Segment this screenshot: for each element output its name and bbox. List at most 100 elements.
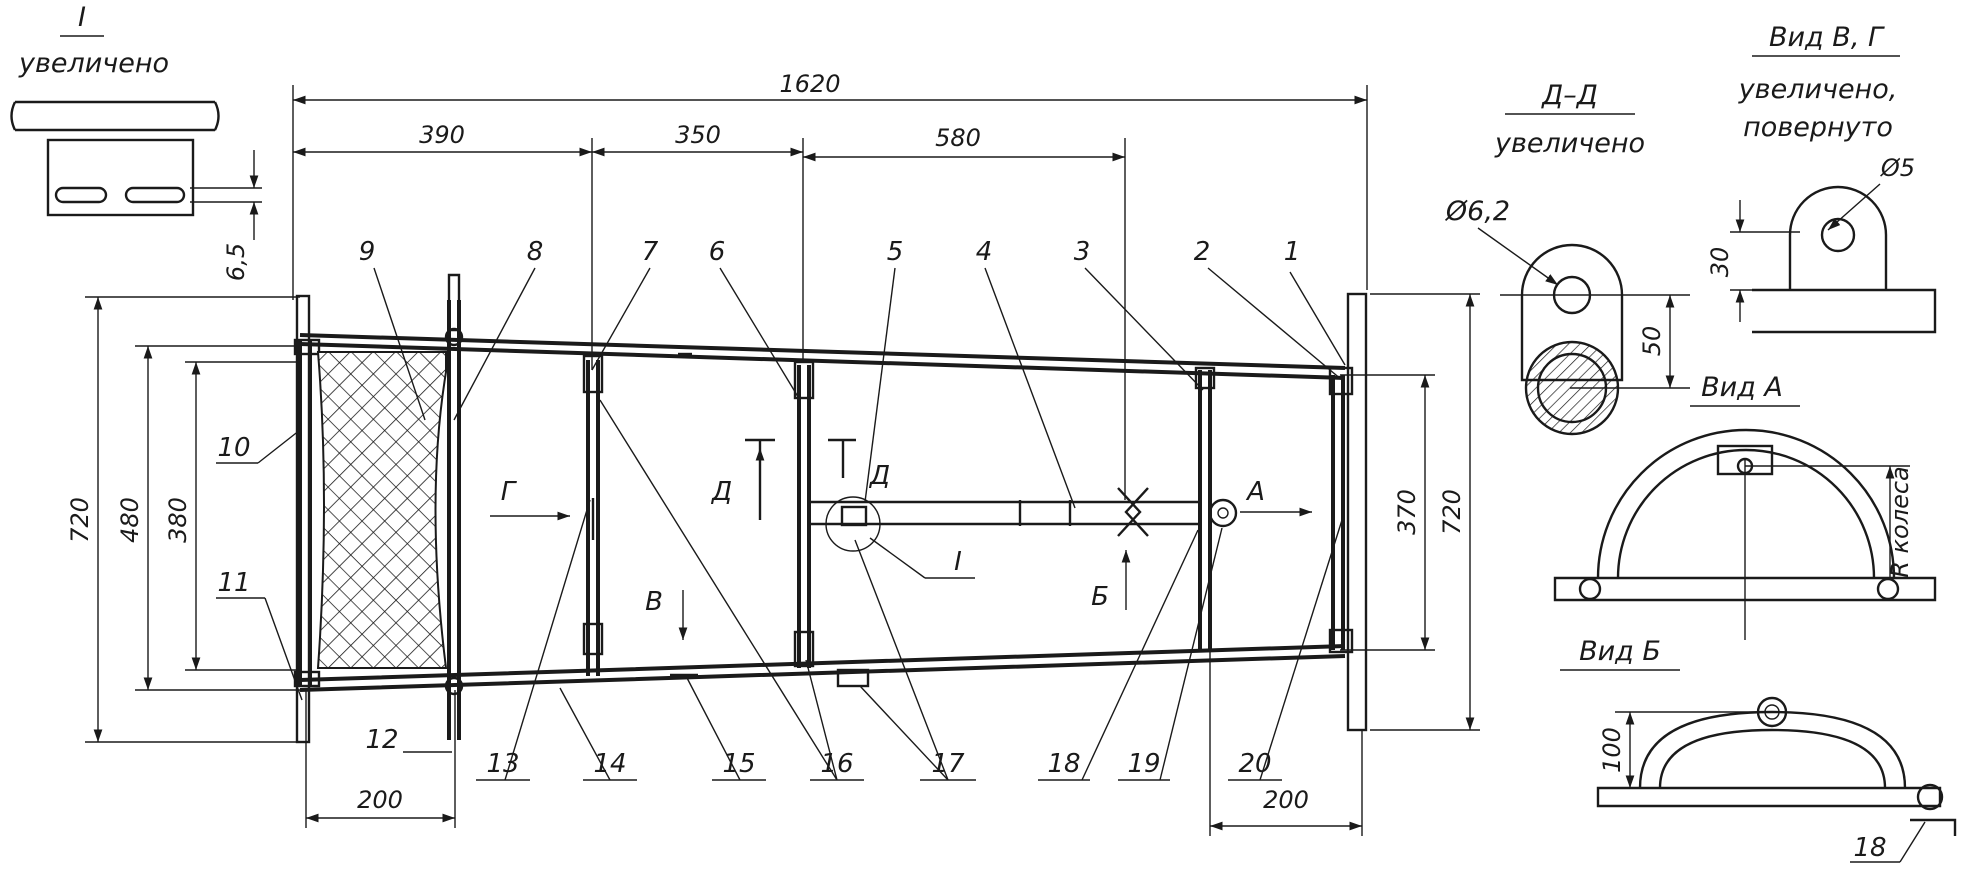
- view-b-height: 100: [1598, 727, 1626, 773]
- part-13: 13: [486, 749, 519, 779]
- leader-9: [373, 267, 426, 421]
- axle-bracket: [840, 505, 868, 527]
- leader-4: [984, 267, 1076, 509]
- view-b: Вид Б 100 18: [1560, 636, 1957, 863]
- crossbar-6-top-fitting: [793, 360, 815, 400]
- leader-16b: [805, 659, 838, 781]
- right-end-plate: [1346, 292, 1368, 732]
- detail-i-circle: [825, 496, 881, 552]
- dim-580: 580: [935, 124, 981, 152]
- view-vg-lug: [1788, 185, 1888, 290]
- view-a-title: Вид А: [1701, 372, 1783, 403]
- leader-3: [1084, 267, 1204, 391]
- view-a-radius-label: R колеса: [1886, 466, 1914, 578]
- leader-18: [1081, 529, 1199, 781]
- view-a-arch-outer: [1596, 428, 1896, 579]
- detail-i-slot-2: [124, 186, 186, 204]
- view-a-bolt-left: [1578, 577, 1602, 601]
- part-17: 17: [931, 749, 965, 779]
- axle-eye-hole: [1217, 507, 1229, 519]
- section-dd-bracket: [1520, 243, 1624, 382]
- part-2: 2: [1194, 237, 1211, 267]
- view-vg-base: [1752, 288, 1937, 334]
- section-dd-height: 50: [1638, 326, 1666, 357]
- dim-right-720: 720: [1438, 489, 1466, 535]
- dim-overall: 1620: [779, 70, 840, 98]
- view-b-clamp: [1910, 818, 1957, 836]
- leader-17b: [859, 685, 949, 781]
- view-b-part-18: 18: [1853, 833, 1886, 863]
- part-19: 19: [1127, 749, 1160, 779]
- leader-14: [559, 687, 611, 781]
- crossbar-3-top-fitting: [1194, 366, 1216, 390]
- mark-d1: Д: [711, 477, 732, 507]
- detail-i-slot-1: [54, 186, 108, 204]
- view-vg-subtitle1: увеличено,: [1738, 74, 1898, 105]
- view-a-base: [1553, 576, 1937, 602]
- crossbar-3: [1198, 370, 1212, 650]
- dim-left-480: 480: [116, 497, 144, 543]
- view-b-top-ring-hole: [1764, 704, 1780, 720]
- crossbar-7-top-fitting: [582, 354, 604, 394]
- view-vg-hole-leader: [1827, 183, 1881, 231]
- leader-19: [1159, 527, 1223, 781]
- view-vg-hole-circle: [1820, 217, 1856, 253]
- bottom-rail: [299, 644, 1346, 692]
- view-b-title: Вид Б: [1579, 636, 1661, 667]
- main-frame-drawing: 1620 390 350 580 720 480 380 370 720 200: [66, 70, 1480, 836]
- part-11: 11: [217, 568, 250, 598]
- leader-11: [264, 597, 303, 701]
- crossbar-6: [797, 365, 811, 668]
- dim-350: 350: [675, 121, 721, 149]
- section-dd-subtitle: увеличено: [1494, 128, 1645, 159]
- net-rod: [447, 300, 461, 740]
- part-20: 20: [1238, 749, 1271, 779]
- view-b-leader-18: [1899, 821, 1926, 863]
- view-b-base: [1596, 786, 1942, 808]
- dim-bl-200: 200: [357, 786, 403, 814]
- mark-a: А: [1245, 477, 1265, 507]
- detail-i-title: I: [78, 2, 86, 33]
- mark-b: Б: [1091, 582, 1109, 612]
- leader-8: [453, 267, 536, 421]
- part-4: 4: [976, 237, 993, 267]
- mark-g: Г: [501, 477, 518, 507]
- part-12: 12: [365, 725, 398, 755]
- part-3: 3: [1074, 237, 1091, 267]
- section-dd-view: Д–Д увеличено Ø6,2 50: [1445, 80, 1690, 436]
- right-bracket-top: [1328, 366, 1354, 396]
- leader-5: [864, 267, 896, 503]
- leader-20: [1259, 519, 1343, 781]
- part-1: 1: [1284, 237, 1301, 267]
- axle-tube: [810, 500, 1202, 526]
- dim-left-380: 380: [164, 497, 192, 543]
- view-a-bolt-right: [1876, 577, 1900, 601]
- view-a-arch-inner: [1616, 448, 1876, 579]
- leader-16a: [599, 399, 838, 781]
- leader-10: [257, 429, 301, 464]
- leader-7: [591, 267, 651, 371]
- part-14: 14: [593, 749, 626, 779]
- part-15: 15: [722, 749, 755, 779]
- section-dd-title: Д–Д: [1541, 80, 1598, 111]
- leader-6: [719, 267, 801, 401]
- detail-i-tube: [10, 100, 220, 132]
- crossbar-6-bottom-fitting: [793, 630, 815, 668]
- view-vg: Вид В, Г увеличено, повернуто Ø5 30: [1706, 22, 1937, 334]
- part-5: 5: [887, 237, 904, 267]
- view-b-arch-inner: [1658, 728, 1887, 789]
- crossbar-7-bottom-fitting: [582, 622, 604, 656]
- view-vg-subtitle2: повернуто: [1743, 112, 1893, 143]
- dim-left-720: 720: [66, 497, 94, 543]
- part-6: 6: [709, 237, 726, 267]
- axle-clamp-b: [1117, 487, 1149, 537]
- dim-390: 390: [419, 121, 465, 149]
- detail-i-view: I увеличено 6,5: [10, 2, 262, 281]
- right-bracket-bottom: [1328, 628, 1354, 654]
- part-18: 18: [1047, 749, 1080, 779]
- leader-13: [504, 499, 591, 781]
- axle-eye: [1208, 498, 1238, 528]
- detail-i-leader: [869, 537, 926, 579]
- view-vg-hole: Ø5: [1880, 154, 1915, 182]
